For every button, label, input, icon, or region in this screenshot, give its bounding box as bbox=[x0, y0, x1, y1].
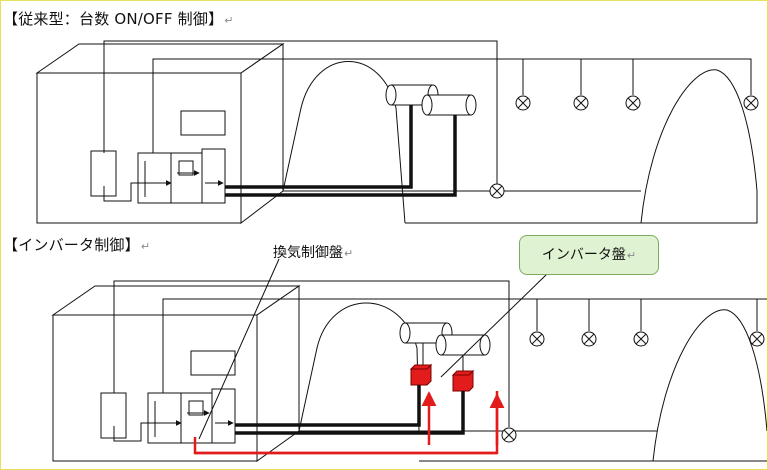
monitor-unit bbox=[180, 110, 226, 136]
control-panel-label-text: 換気制御盤 bbox=[273, 245, 343, 261]
inverter-title-text: 【インバータ制御】 bbox=[3, 236, 140, 254]
tunnel bbox=[282, 61, 758, 224]
fan-icon bbox=[399, 322, 491, 356]
control-panel-label: 換気制御盤↵ bbox=[273, 242, 353, 262]
tunnel bbox=[298, 302, 767, 462]
inverter-signal-line bbox=[193, 391, 505, 455]
conventional-title: 【従来型：台数 ON/OFF 制御】↵ bbox=[3, 8, 234, 29]
inverter-panel-callout: インバータ盤↵ bbox=[519, 235, 659, 275]
return-mark: ↵ bbox=[626, 249, 637, 262]
control-panel bbox=[147, 388, 236, 444]
contactor-panel bbox=[137, 148, 226, 204]
control-panel-leader bbox=[198, 258, 280, 440]
lamp-icon bbox=[501, 331, 765, 443]
inverter-system bbox=[51, 258, 767, 462]
inverter-box-icon bbox=[409, 363, 475, 392]
cabinet-icon bbox=[51, 285, 301, 462]
power-lines bbox=[235, 385, 465, 435]
fan-icon bbox=[385, 84, 477, 116]
return-mark: ↵ bbox=[140, 240, 151, 253]
power-lines bbox=[225, 105, 457, 197]
inverter-title: 【インバータ制御】↵ bbox=[3, 234, 150, 255]
return-mark: ↵ bbox=[344, 247, 354, 260]
return-mark: ↵ bbox=[224, 14, 234, 27]
cabinet-icon bbox=[35, 43, 285, 225]
monitor-unit bbox=[190, 350, 236, 376]
inverter-panel-leader bbox=[440, 273, 548, 378]
conventional-title-text: 【従来型：台数 ON/OFF 制御】 bbox=[3, 10, 224, 28]
lamp-icon bbox=[489, 95, 759, 199]
conventional-system bbox=[35, 40, 759, 225]
inverter-panel-label-text: インバータ盤 bbox=[541, 247, 626, 263]
